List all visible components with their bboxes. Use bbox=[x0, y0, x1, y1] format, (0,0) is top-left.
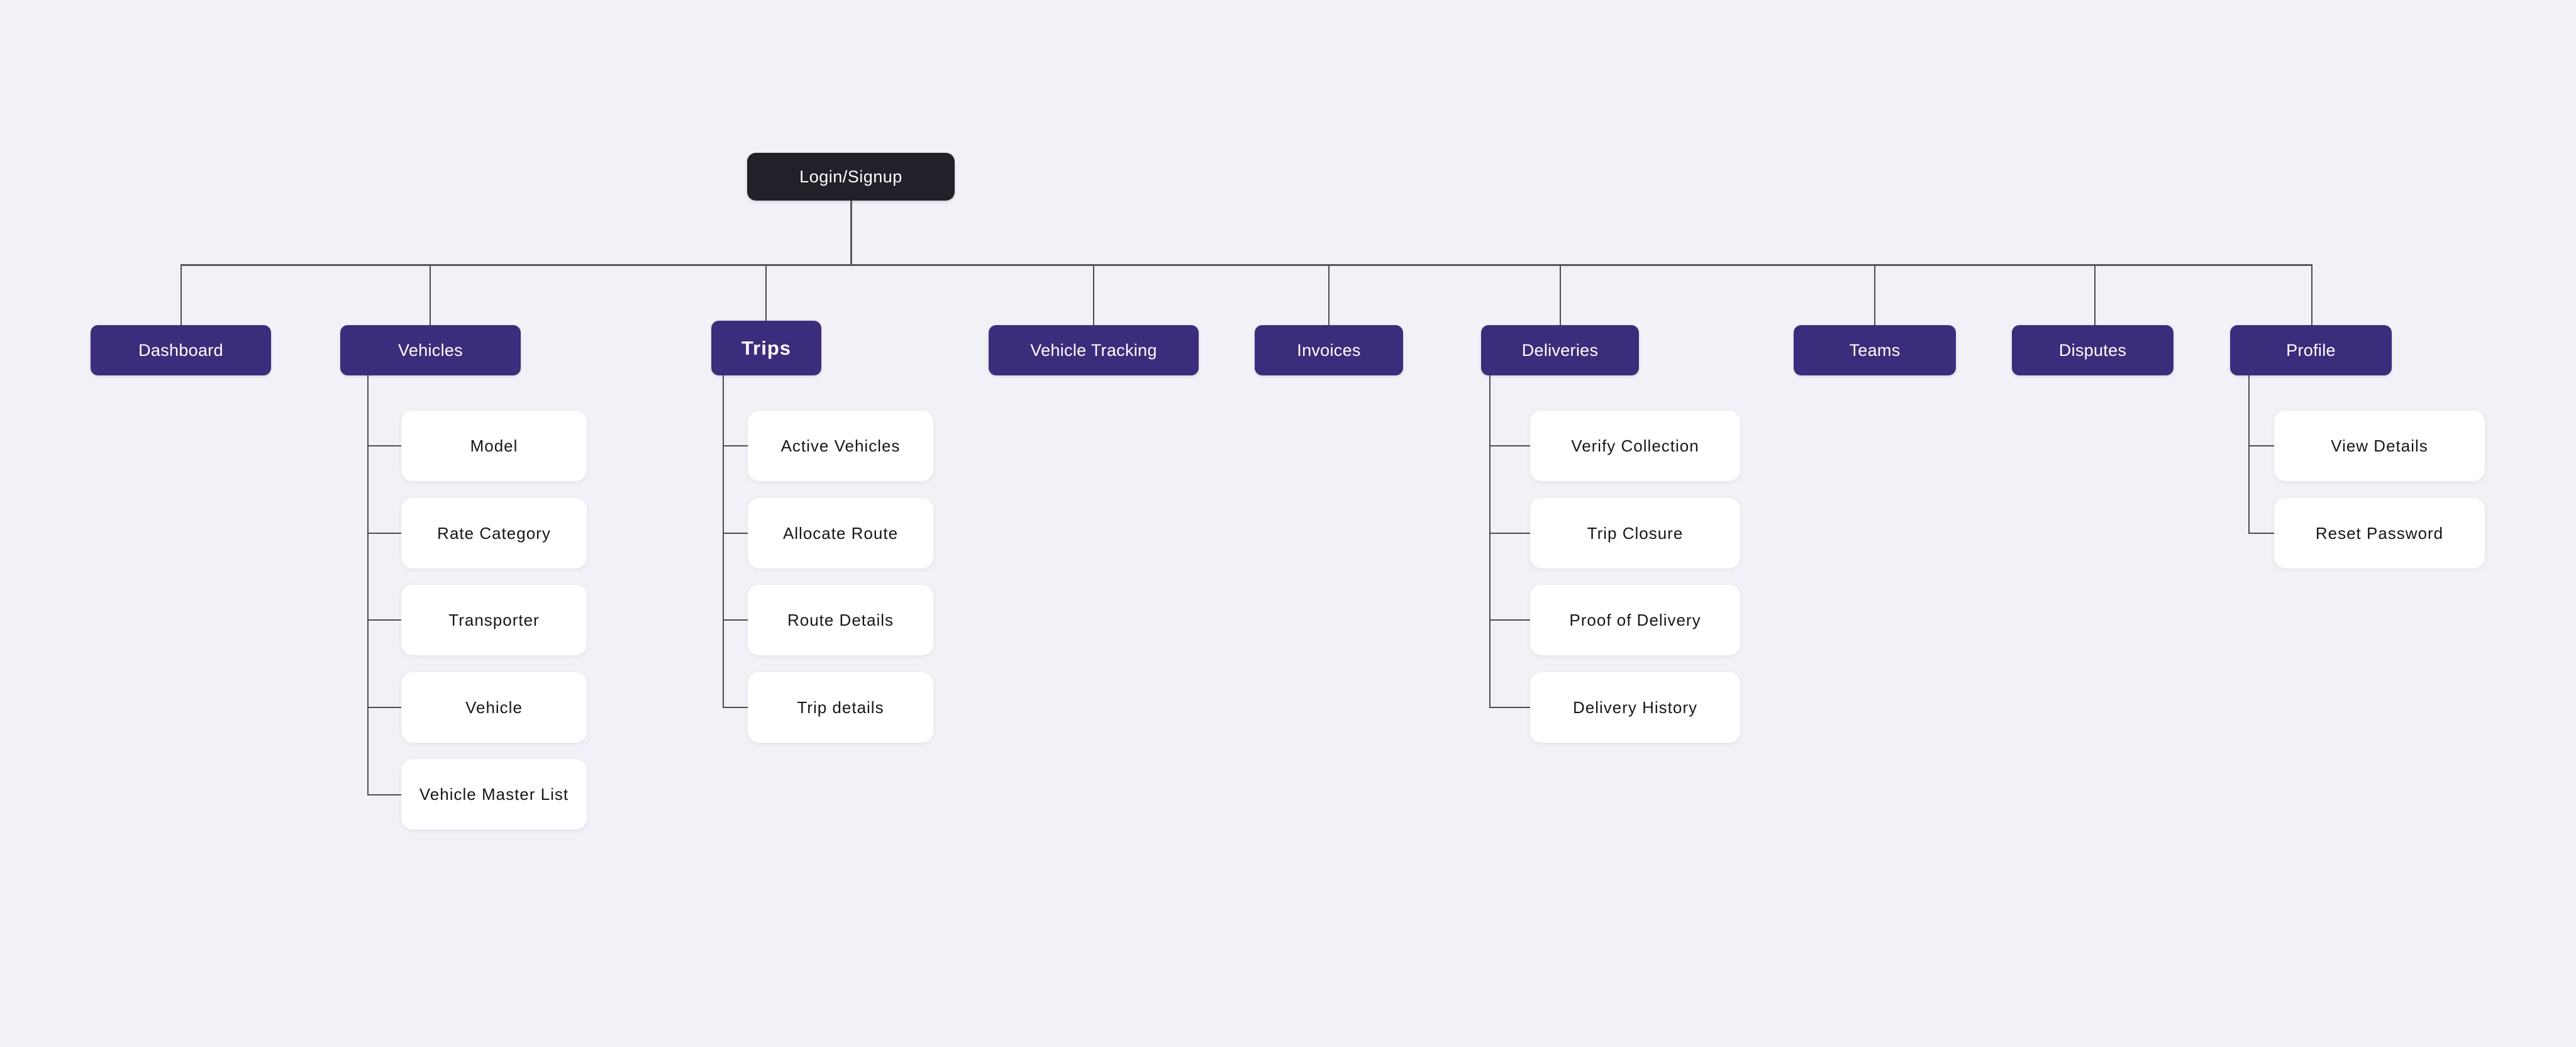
connector-stub-deliveries bbox=[1560, 265, 1561, 325]
card-transporter-label: Transporter bbox=[448, 610, 540, 629]
connector-stub-vehicles bbox=[430, 265, 431, 325]
node-login-signup[interactable]: Login/Signup bbox=[747, 153, 955, 201]
connector-stub-vehicle-tracking bbox=[1093, 265, 1094, 325]
card-model[interactable]: Model bbox=[401, 411, 587, 481]
card-active-vehicles-label: Active Vehicles bbox=[780, 436, 901, 455]
card-vehicle[interactable]: Vehicle bbox=[401, 672, 587, 743]
connector-trunk bbox=[180, 264, 2312, 266]
connector-elbow-route-details bbox=[723, 619, 748, 621]
card-delivery-history[interactable]: Delivery History bbox=[1530, 672, 1740, 743]
node-vehicle-tracking-label: Vehicle Tracking bbox=[1030, 340, 1157, 360]
connector-branch-profile bbox=[2248, 375, 2250, 534]
connector-elbow-verify-collection bbox=[1489, 445, 1530, 446]
card-transporter[interactable]: Transporter bbox=[401, 585, 587, 655]
node-invoices[interactable]: Invoices bbox=[1255, 325, 1403, 375]
card-proof-of-delivery-label: Proof of Delivery bbox=[1569, 610, 1701, 629]
connector-stub-teams bbox=[1874, 265, 1875, 325]
node-trips[interactable]: Trips bbox=[711, 321, 821, 375]
connector-stub-disputes bbox=[2094, 265, 2096, 325]
node-profile[interactable]: Profile bbox=[2230, 325, 2392, 375]
card-reset-password[interactable]: Reset Password bbox=[2274, 498, 2485, 568]
card-view-details[interactable]: View Details bbox=[2274, 411, 2485, 481]
node-disputes[interactable]: Disputes bbox=[2012, 325, 2174, 375]
card-vehicle-master-list[interactable]: Vehicle Master List bbox=[401, 759, 587, 829]
card-active-vehicles[interactable]: Active Vehicles bbox=[748, 411, 933, 481]
node-teams-label: Teams bbox=[1849, 340, 1901, 360]
connector-elbow-delivery-history bbox=[1489, 707, 1530, 708]
node-disputes-label: Disputes bbox=[2058, 340, 2127, 360]
card-rate-category-label: Rate Category bbox=[437, 523, 551, 543]
card-verify-collection-label: Verify Collection bbox=[1571, 436, 1699, 455]
connector-elbow-transporter bbox=[367, 619, 401, 621]
node-dashboard-label: Dashboard bbox=[138, 340, 223, 360]
connector-elbow-vehicle bbox=[367, 707, 401, 708]
node-trips-label: Trips bbox=[741, 336, 792, 359]
card-trip-details[interactable]: Trip details bbox=[748, 672, 933, 743]
card-vehicle-label: Vehicle bbox=[465, 697, 523, 717]
node-teams[interactable]: Teams bbox=[1794, 325, 1956, 375]
connector-stub-invoices bbox=[1328, 265, 1330, 325]
connector-root-stub bbox=[850, 201, 852, 265]
connector-stub-profile bbox=[2311, 265, 2312, 325]
card-route-details[interactable]: Route Details bbox=[748, 585, 933, 655]
connector-stub-trips bbox=[765, 265, 767, 321]
node-profile-label: Profile bbox=[2286, 340, 2336, 360]
connector-stub-dashboard bbox=[180, 265, 182, 325]
connector-elbow-proof-of-delivery bbox=[1489, 619, 1530, 621]
card-view-details-label: View Details bbox=[2331, 436, 2428, 455]
connector-elbow-view-details bbox=[2248, 445, 2274, 446]
card-allocate-route[interactable]: Allocate Route bbox=[748, 498, 933, 568]
node-vehicle-tracking[interactable]: Vehicle Tracking bbox=[989, 325, 1199, 375]
node-vehicles-label: Vehicles bbox=[398, 340, 463, 360]
node-deliveries-label: Deliveries bbox=[1521, 340, 1599, 360]
connector-elbow-reset-password bbox=[2248, 533, 2274, 534]
node-vehicles[interactable]: Vehicles bbox=[340, 325, 521, 375]
connector-elbow-trip-details bbox=[723, 707, 748, 708]
connector-elbow-vehicle-master-list bbox=[367, 794, 401, 795]
connector-elbow-allocate-route bbox=[723, 533, 748, 534]
card-rate-category[interactable]: Rate Category bbox=[401, 498, 587, 568]
card-trip-closure[interactable]: Trip Closure bbox=[1530, 498, 1740, 568]
card-verify-collection[interactable]: Verify Collection bbox=[1530, 411, 1740, 481]
card-reset-password-label: Reset Password bbox=[2315, 523, 2444, 543]
card-route-details-label: Route Details bbox=[787, 610, 894, 629]
node-dashboard[interactable]: Dashboard bbox=[91, 325, 271, 375]
card-delivery-history-label: Delivery History bbox=[1572, 697, 1698, 717]
node-login-signup-label: Login/Signup bbox=[799, 167, 902, 186]
connector-branch-trips bbox=[723, 375, 724, 708]
card-trip-details-label: Trip details bbox=[797, 697, 884, 717]
node-invoices-label: Invoices bbox=[1297, 340, 1361, 360]
connector-branch-vehicles bbox=[367, 375, 369, 795]
connector-elbow-trip-closure bbox=[1489, 533, 1530, 534]
card-vehicle-master-list-label: Vehicle Master List bbox=[419, 784, 569, 804]
connector-elbow-model bbox=[367, 445, 401, 446]
card-model-label: Model bbox=[470, 436, 518, 455]
card-proof-of-delivery[interactable]: Proof of Delivery bbox=[1530, 585, 1740, 655]
connector-branch-deliveries bbox=[1489, 375, 1491, 708]
connector-elbow-active-vehicles bbox=[723, 445, 748, 446]
card-allocate-route-label: Allocate Route bbox=[782, 523, 899, 543]
connector-elbow-rate-category bbox=[367, 533, 401, 534]
card-trip-closure-label: Trip Closure bbox=[1587, 523, 1684, 543]
node-deliveries[interactable]: Deliveries bbox=[1481, 325, 1639, 375]
